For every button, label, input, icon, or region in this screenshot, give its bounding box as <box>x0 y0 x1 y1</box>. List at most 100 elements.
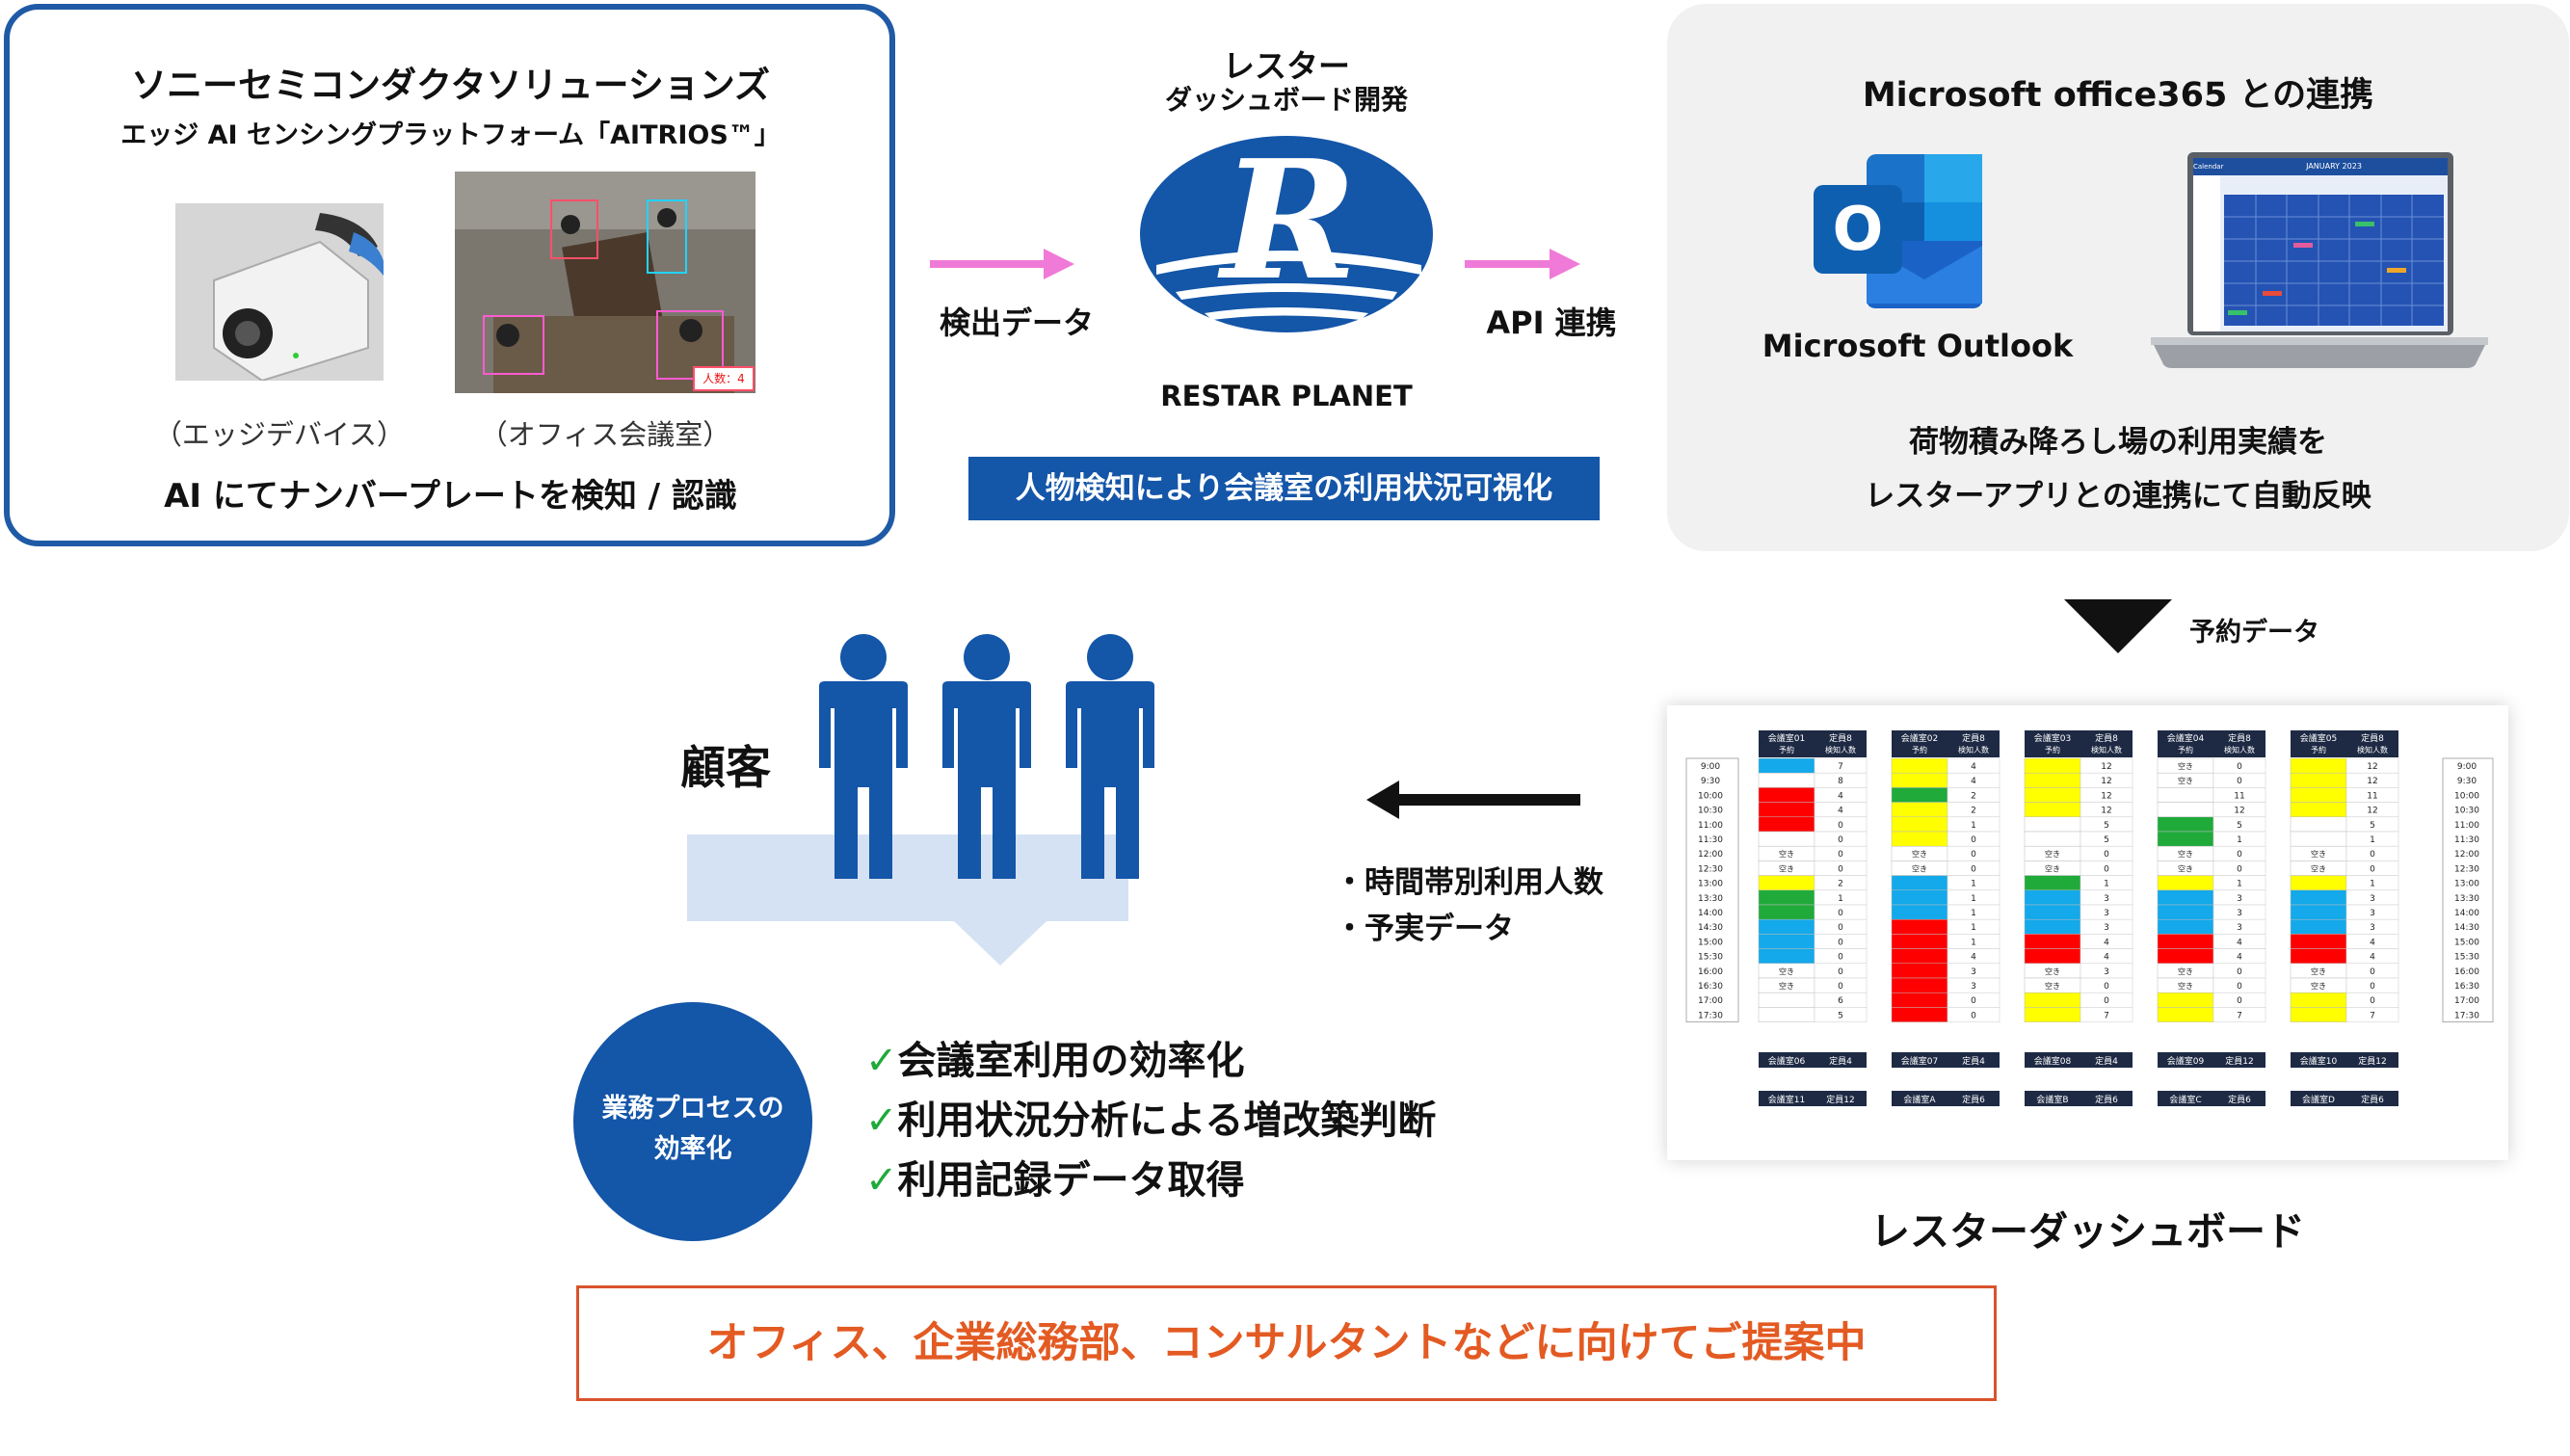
footer-room-capacity: 定員12 <box>2358 1055 2386 1067</box>
reservation-label: 空き <box>1779 981 1794 991</box>
room-sub-reserve: 予約 <box>2311 745 2326 754</box>
time-label: 11:30 <box>1698 835 1723 845</box>
count-value: 0 <box>2237 850 2242 860</box>
reservation-cell <box>2157 904 2214 920</box>
reservation-cell <box>1891 816 1948 833</box>
sony-title: ソニーセミコンダクタソリューションズ <box>130 65 771 106</box>
api-label: API 連携 <box>1486 304 1617 341</box>
count-value: 3 <box>2370 894 2375 904</box>
reservation-cell <box>1758 992 1815 1008</box>
reservation-cell <box>1891 889 1948 906</box>
count-value: 0 <box>1838 923 1843 933</box>
footer-room-capacity: 定員12 <box>1826 1094 1854 1105</box>
time-label: 11:00 <box>1698 821 1723 831</box>
reservation-cell <box>1891 757 1948 774</box>
time-label: 10:30 <box>1698 807 1723 816</box>
reservation-label: 空き <box>2311 966 2326 976</box>
count-value: 4 <box>2237 938 2242 947</box>
reservation-cell <box>2157 934 2214 949</box>
count-value: 4 <box>1971 762 1976 772</box>
time-label: 16:30 <box>2454 982 2479 992</box>
reservation-label: 空き <box>1779 849 1794 859</box>
reservation-cell <box>2290 992 2347 1008</box>
reservation-cell <box>1891 904 1948 920</box>
benefit-1-text: 会議室利用の効率化 <box>897 1039 1245 1083</box>
reservation-cell <box>2024 889 2081 906</box>
reservation-cell <box>2290 875 2347 891</box>
count-value: 3 <box>2370 923 2375 933</box>
time-label: 9:00 <box>1701 762 1720 772</box>
time-label: 16:30 <box>1698 982 1723 992</box>
count-value: 3 <box>2104 923 2109 933</box>
room-capacity: 定員8 <box>2095 732 2118 744</box>
restar-title: レスター <box>1223 47 1350 85</box>
count-value: 0 <box>1838 938 1843 947</box>
count-value: 5 <box>2104 835 2109 845</box>
arrow-detection-head <box>1044 249 1074 279</box>
reservation-label: 空き <box>2178 761 2193 771</box>
room-name: 会議室03 <box>2034 732 2071 744</box>
proposal-box: オフィス、企業総務部、コンサルタントなどに向けてご提案中 <box>576 1285 1997 1401</box>
time-label: 16:00 <box>1698 967 1723 977</box>
time-label: 15:00 <box>1698 938 1723 947</box>
time-label: 17:00 <box>1698 996 1723 1006</box>
count-value: 0 <box>1838 850 1843 860</box>
footer-room-header <box>2025 1091 2133 1106</box>
reservation-cell <box>2157 948 2214 965</box>
time-label: 11:00 <box>2454 821 2479 831</box>
reservation-label: 空き <box>2178 776 2193 785</box>
count-value: 4 <box>2104 953 2109 963</box>
count-value: 1 <box>1971 821 1976 831</box>
reservation-cell <box>1891 787 1948 803</box>
footer-room-name: 会議室10 <box>2300 1055 2338 1067</box>
reservation-cell <box>2024 1007 2081 1022</box>
reservation-cell <box>2157 992 2214 1008</box>
reservation-data-label: 予約データ <box>2189 618 2319 648</box>
time-label: 15:30 <box>1698 953 1723 963</box>
time-column-right <box>2442 757 2494 1023</box>
count-value: 3 <box>2237 923 2242 933</box>
count-value: 0 <box>2237 967 2242 977</box>
check-icon: ✓ <box>865 1099 898 1143</box>
count-value: 1 <box>1971 894 1976 904</box>
count-value: 0 <box>2237 777 2242 786</box>
customer-platform <box>687 834 1128 921</box>
count-value: 0 <box>2370 864 2375 874</box>
caption-edge-device: （エッジデバイス） <box>153 418 406 451</box>
customer-platform-pointer <box>954 921 1047 966</box>
footer-room-name: 会議室07 <box>1901 1055 1938 1067</box>
count-value: 3 <box>2237 894 2242 904</box>
count-value: 12 <box>2367 807 2377 816</box>
restar-logo: R <box>1137 124 1436 342</box>
down-arrow <box>2064 599 2172 653</box>
reservation-label: 空き <box>1779 966 1794 976</box>
time-label: 14:30 <box>2454 923 2479 933</box>
time-label: 9:00 <box>2457 762 2477 772</box>
count-value: 1 <box>2237 835 2242 845</box>
restar-name: RESTAR PLANET <box>1160 380 1413 412</box>
footer-room-capacity: 定員6 <box>2361 1094 2384 1105</box>
count-value: 0 <box>2104 982 2109 992</box>
count-value: 0 <box>2104 864 2109 874</box>
reservation-cell <box>2290 831 2347 847</box>
room-name: 会議室02 <box>1901 732 1938 744</box>
reservation-cell <box>1891 934 1948 949</box>
count-value: 3 <box>2104 894 2109 904</box>
ms-line2: レスターアプリとの連携にて自動反映 <box>1865 479 2371 514</box>
footer-room-header <box>1892 1091 2000 1106</box>
reservation-cell <box>1891 772 1948 788</box>
room-sub-count: 検知人数 <box>2224 745 2255 754</box>
caption-office-room: （オフィス会議室） <box>479 418 731 451</box>
time-label: 15:30 <box>2454 953 2479 963</box>
room-sub-reserve: 予約 <box>2178 745 2193 754</box>
footer-room-name: 会議室09 <box>2167 1055 2205 1067</box>
count-value: 0 <box>2370 982 2375 992</box>
sony-subtitle: エッジ AI センシングプラットフォーム「AITRIOS™」 <box>120 120 781 150</box>
reservation-cell <box>1891 948 1948 965</box>
reservation-label: 空き <box>2311 981 2326 991</box>
count-value: 4 <box>1971 953 1976 963</box>
check-icon: ✓ <box>865 1158 898 1203</box>
reservation-cell <box>2290 934 2347 949</box>
circle-line2: 効率化 <box>653 1134 732 1164</box>
